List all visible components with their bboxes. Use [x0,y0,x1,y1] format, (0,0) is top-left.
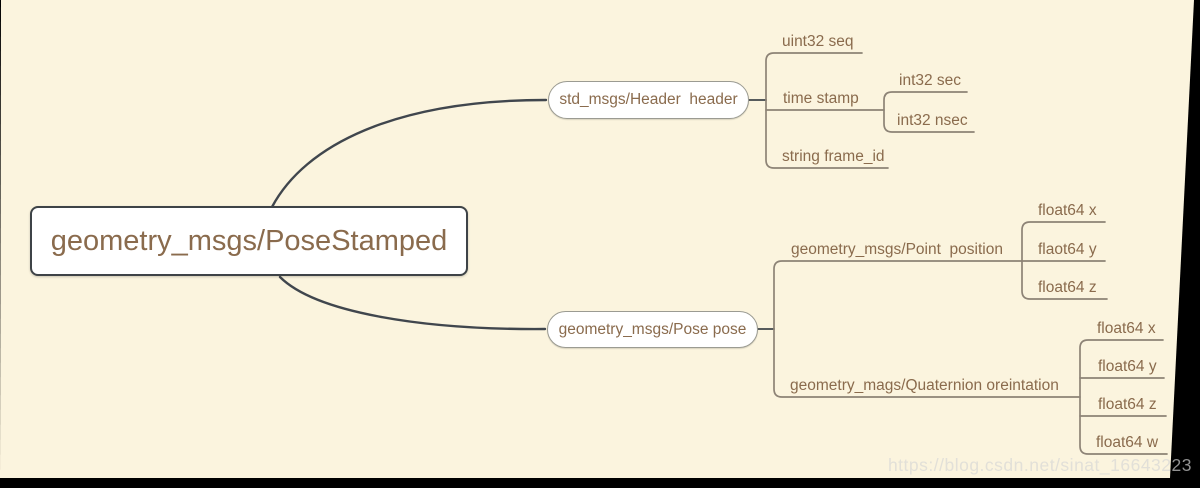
bracket-stamp-children [883,91,975,133]
pose-topic-node[interactable]: geometry_msgs/Pose pose [547,311,758,348]
leaf-pose-position[interactable]: geometry_msgs/Point position [791,241,1003,258]
leaf-pose-orientation[interactable]: geometry_mags/Quaternion oreintation [790,377,1059,394]
leaf-orientation-y[interactable]: float64 y [1098,358,1157,375]
header-topic-node[interactable]: std_msgs/Header header [548,81,749,119]
bracket-pose-children [773,260,1081,398]
leaf-position-x[interactable]: float64 x [1038,202,1097,219]
leaf-position-z[interactable]: float64 z [1038,279,1097,296]
leaf-stamp-sec[interactable]: int32 sec [899,72,962,89]
connector-root-pose [278,275,547,331]
leaf-stamp-nsec[interactable]: int32 nsec [897,112,968,129]
leaf-orientation-z[interactable]: float64 z [1098,396,1157,413]
root-topic-node[interactable]: geometry_msgs/PoseStamped [30,206,468,276]
leaf-header-stamp[interactable]: time stamp [783,90,859,107]
leaf-header-seq[interactable]: uint32 seq [782,33,854,50]
connector-root-header [270,98,548,209]
leaf-position-y[interactable]: flaot64 y [1038,241,1097,258]
leaf-header-frame-id[interactable]: string frame_id [782,148,885,165]
leaf-orientation-x[interactable]: float64 x [1097,320,1156,337]
bracket-orientation-children [1079,339,1168,455]
leaf-orientation-w[interactable]: float64 w [1096,434,1159,451]
